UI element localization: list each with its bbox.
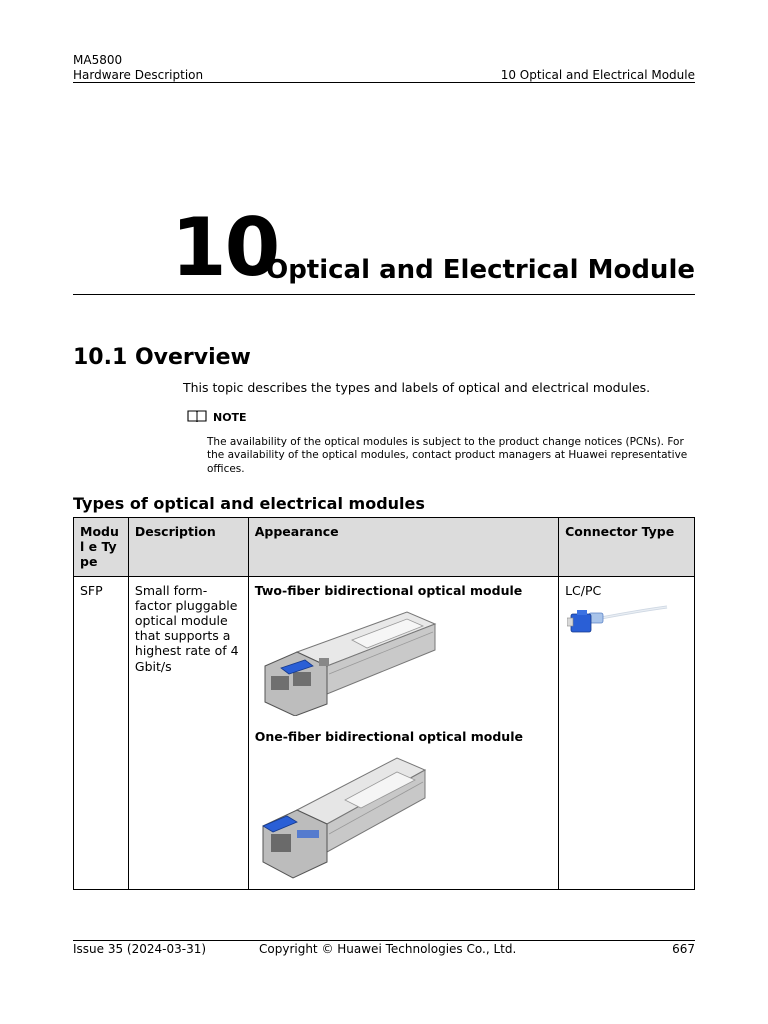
one-fiber-module-image	[257, 750, 552, 883]
table-header-row: Modul e Type Description Appearance Conn…	[73, 517, 695, 577]
section-title: 10.1 Overview	[73, 345, 251, 370]
footer-page-number: 667	[672, 942, 695, 956]
col-header-description: Description	[127, 517, 249, 577]
header-chapter-ref: 10 Optical and Electrical Module	[500, 68, 695, 82]
footer-divider	[73, 940, 695, 941]
col-header-appearance: Appearance	[247, 517, 560, 577]
footer-issue: Issue 35 (2024-03-31)	[73, 942, 207, 956]
footer-copyright: Copyright © Huawei Technologies Co., Ltd…	[259, 942, 517, 956]
note-heading: NOTE	[187, 409, 247, 427]
cell-module-type: SFP	[73, 575, 129, 891]
header-doc-title: Hardware Description	[73, 68, 204, 82]
cell-description: Small form-factor pluggable optical modu…	[127, 575, 249, 891]
connector-type-label: LC/PC	[565, 582, 602, 598]
col-header-connector-type: Connector Type	[558, 517, 695, 577]
book-icon	[187, 409, 207, 427]
note-label: NOTE	[213, 411, 247, 424]
note-text: The availability of the optical modules …	[207, 436, 688, 475]
table-title: Types of optical and electrical modules	[73, 494, 425, 513]
lc-pc-connector-image	[566, 604, 688, 643]
page-header: MA5800 Hardware Description 10 Optical a…	[73, 53, 695, 83]
col-header-module-type: Modul e Type	[73, 517, 129, 577]
page-footer: Issue 35 (2024-03-31) Copyright © Huawei…	[73, 942, 695, 957]
appearance-two-fiber-label: Two-fiber bidirectional optical module	[254, 582, 523, 598]
header-product: MA5800	[73, 53, 123, 67]
chapter-title: Optical and Electrical Module	[266, 255, 695, 285]
chapter-divider	[73, 294, 695, 295]
header-divider	[73, 82, 695, 83]
table-row: SFP Small form-factor pluggable optical …	[73, 575, 695, 891]
cell-connector: LC/PC	[558, 575, 695, 891]
two-fiber-module-image	[257, 604, 552, 719]
chapter-number: 10	[171, 201, 280, 294]
cell-appearance: Two-fiber bidirectional optical module	[247, 575, 560, 891]
section-intro: This topic describes the types and label…	[183, 380, 651, 395]
appearance-one-fiber-label: One-fiber bidirectional optical module	[254, 729, 523, 745]
modules-table: Modul e Type Description Appearance Conn…	[73, 517, 695, 891]
